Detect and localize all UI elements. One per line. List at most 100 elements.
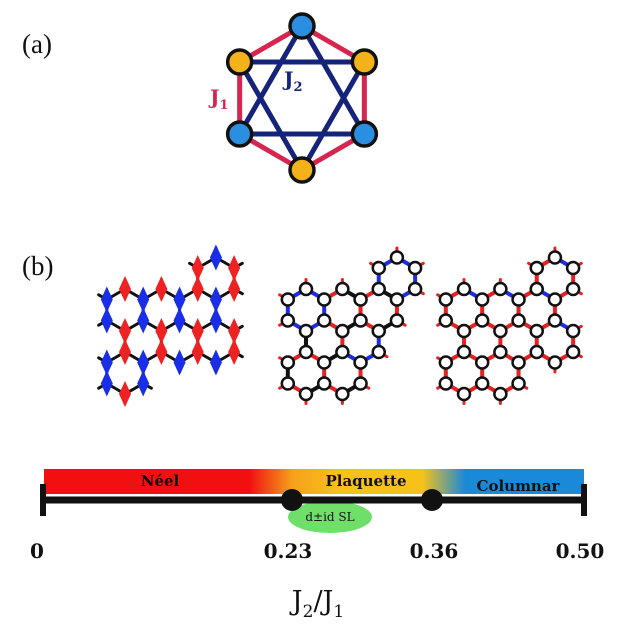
lattice-site: [511, 355, 526, 370]
hexagon-coupling-diagram: [225, 12, 379, 184]
lattice-site: [565, 344, 581, 360]
spin-arrow: [228, 318, 241, 344]
tick-3: 0.50: [556, 539, 605, 563]
lattice-site: [547, 355, 563, 370]
spin-arrow: [209, 244, 222, 271]
panel-b-label: (b): [22, 251, 53, 281]
phase-label-neel: Néel: [141, 472, 180, 490]
spin-arrow: [137, 307, 150, 334]
lattice-site: [280, 376, 296, 391]
spin-arrow: [191, 318, 204, 344]
lattice-site: [335, 281, 350, 297]
lattice-site: [225, 48, 254, 76]
lattice-site: [565, 260, 581, 276]
lattice-site: [288, 156, 316, 184]
lattice-site: [529, 260, 544, 276]
tick-1: 0.23: [264, 539, 313, 563]
lattice-site: [474, 292, 490, 307]
j2-triangle: [237, 23, 367, 137]
lattice-site: [280, 313, 296, 328]
spin-arrow: [228, 276, 241, 302]
lattice-site: [353, 376, 368, 391]
spin-arrow: [155, 339, 168, 365]
spin-arrow: [155, 318, 168, 344]
spin-arrow: [191, 255, 204, 281]
spin-arrow: [119, 339, 131, 365]
lattice-site: [407, 281, 423, 297]
lattice-site: [493, 386, 508, 402]
lattice-site: [565, 281, 581, 297]
lattice-site: [565, 323, 581, 339]
j1-label: J1: [208, 85, 229, 113]
spin-arrow: [173, 349, 186, 376]
spin-arrow: [100, 307, 113, 334]
lattice-site: [316, 376, 332, 391]
transition-point-1: [281, 489, 303, 511]
lattice-site: [529, 323, 544, 339]
lattice-site: [353, 313, 368, 328]
lattice-site: [316, 355, 332, 370]
phase-color-bar: [44, 469, 584, 494]
lattice-site: [407, 260, 423, 276]
phase-diagram: Néel Plaquette Columnar d±id SL 0 0.23 0…: [30, 469, 604, 622]
lattice-site: [298, 386, 314, 402]
spin-arrow: [119, 276, 131, 302]
lattice-site: [371, 281, 386, 297]
spin-arrow: [228, 255, 241, 281]
phase-label-plaquette: Plaquette: [325, 472, 406, 490]
lattice-site: [493, 281, 508, 297]
lattice-site: [389, 250, 405, 265]
lattice-site: [225, 120, 254, 148]
lattice-site: [438, 355, 454, 370]
lattice-site: [474, 313, 490, 328]
lattice-site: [547, 313, 563, 328]
lattice-site: [280, 292, 296, 307]
columnar-lattice: [436, 246, 583, 405]
lattice-site: [389, 313, 405, 328]
lattice-site: [529, 281, 544, 297]
tick-2: 0.36: [410, 539, 459, 563]
lattice-site: [474, 355, 490, 370]
spin-arrow: [191, 339, 204, 365]
lattice-site: [474, 376, 490, 391]
spin-arrow: [173, 307, 186, 334]
spin-arrow: [209, 286, 222, 313]
spin-arrow: [137, 349, 150, 376]
lattice-site: [371, 260, 386, 276]
lattice-site: [456, 344, 472, 360]
lattice-site: [350, 48, 379, 76]
j2-label: J2: [282, 67, 303, 95]
lattice-site: [456, 386, 472, 402]
spin-arrow: [209, 349, 222, 376]
lattice-site: [529, 344, 544, 360]
lattice-site: [438, 292, 454, 307]
spin-arrow: [137, 286, 150, 313]
spin-arrow: [119, 381, 131, 407]
lattice-site: [298, 323, 314, 339]
tick-0: 0: [30, 539, 44, 563]
spin-arrow: [155, 276, 168, 302]
spin-liquid-label: d±id SL: [305, 510, 354, 524]
lattice-site: [493, 323, 508, 339]
lattice-site: [438, 376, 454, 391]
spin-arrow: [100, 286, 113, 313]
lattice-site: [316, 292, 332, 307]
lattice-site: [335, 344, 350, 360]
lattice-site: [350, 120, 379, 148]
lattice-site: [511, 313, 526, 328]
lattice-site: [335, 386, 350, 402]
lattice-site: [371, 323, 386, 339]
plaquette-lattice: [278, 246, 425, 405]
phase-label-columnar: Columnar: [477, 477, 561, 495]
lattice-site: [438, 313, 454, 328]
spin-arrow: [191, 276, 204, 302]
lattice-site: [456, 281, 472, 297]
spin-arrow: [228, 339, 241, 365]
lattice-site: [280, 355, 296, 370]
lattice-site: [288, 12, 316, 40]
transition-point-2: [421, 489, 443, 511]
spin-arrow: [119, 318, 131, 344]
spin-arrow: [173, 286, 186, 313]
lattice-site: [316, 313, 332, 328]
